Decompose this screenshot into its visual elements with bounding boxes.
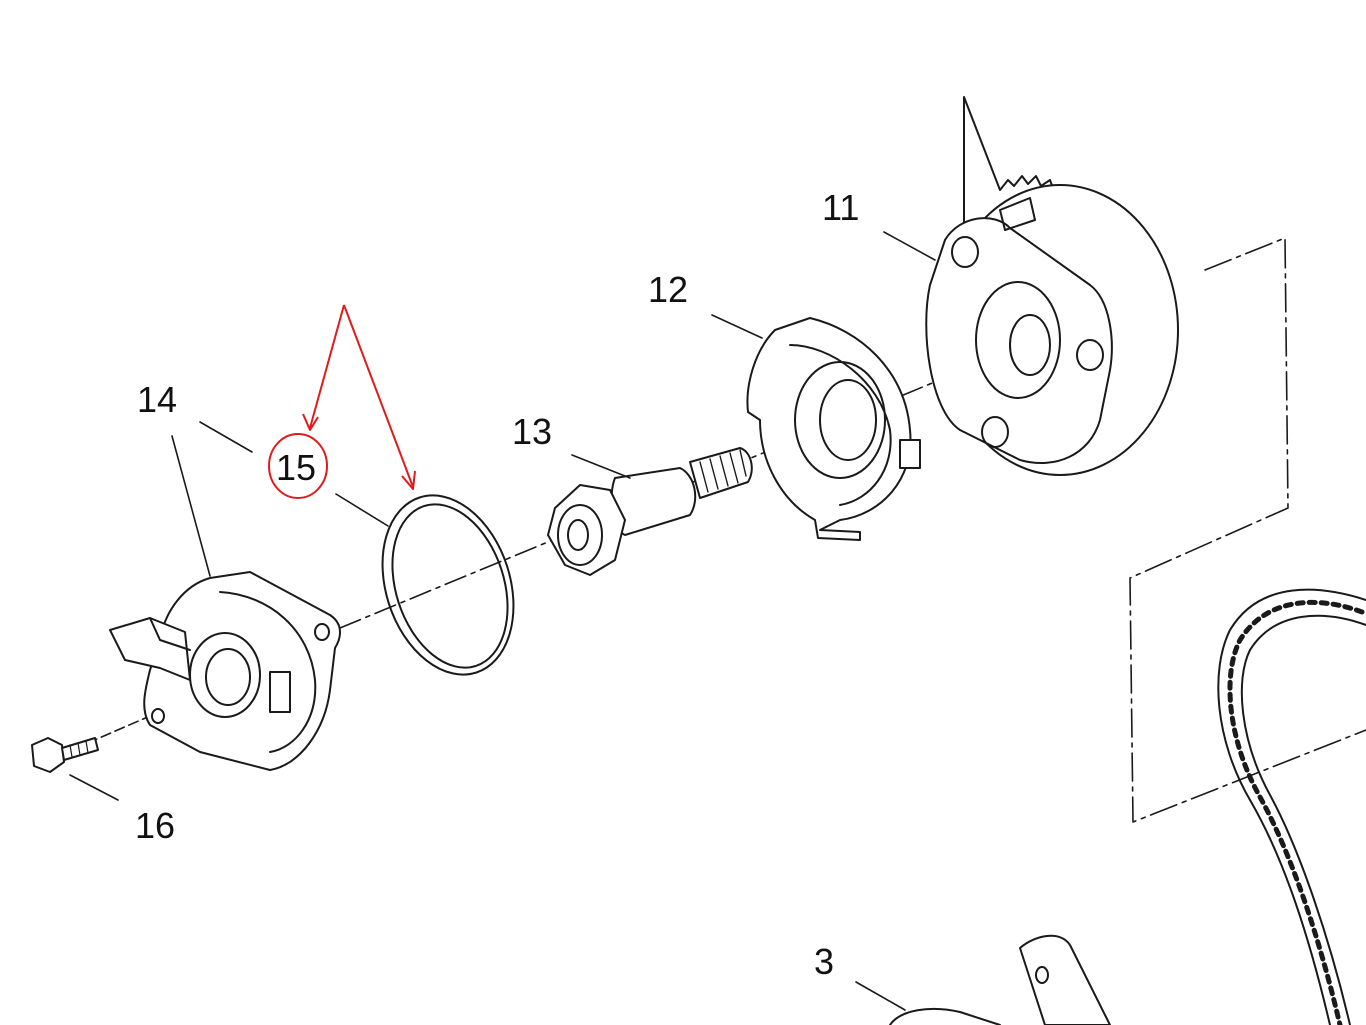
valve-thread-lines — [699, 449, 747, 493]
leader-14b — [171, 435, 211, 577]
label-part-15: 15 — [276, 447, 317, 488]
chain-links — [1227, 599, 1365, 1025]
highlight-arrowhead-left — [302, 413, 319, 431]
cover-connector-detail — [149, 617, 191, 651]
valve-thread — [689, 447, 753, 499]
camshaft-sprocket-part-11 — [925, 96, 1179, 476]
chain-inner — [1240, 614, 1366, 1025]
thrust-plate-part-12 — [746, 317, 921, 541]
highlight-annotation — [268, 304, 416, 499]
assembly-frame — [1129, 237, 1366, 823]
tensioner-top — [889, 1007, 1001, 1025]
leader-11 — [883, 231, 936, 261]
label-part-11: 11 — [822, 187, 860, 228]
guide-hole — [1035, 966, 1049, 984]
label-part-3: 3 — [814, 941, 835, 982]
cover-outline — [143, 571, 341, 771]
leader-13 — [571, 454, 631, 479]
phaser-inner-bore — [1009, 314, 1051, 376]
plate-tab — [899, 439, 921, 469]
plate-hub-inner — [819, 379, 877, 461]
highlight-arrowhead-right — [401, 470, 416, 490]
highlight-arrow-left — [309, 304, 345, 429]
cover-hole-bottom — [151, 708, 165, 724]
cover-clip — [269, 671, 291, 713]
cover-bore-inner — [205, 648, 251, 706]
phaser-center-bore — [975, 281, 1061, 399]
leader-14a — [199, 421, 253, 453]
chain-outer — [1217, 588, 1366, 1025]
guide-rail — [1019, 934, 1111, 1025]
o-ring-inner — [391, 503, 509, 669]
highlight-arrow-right — [343, 304, 414, 488]
label-part-14: 14 — [137, 379, 178, 420]
phaser-bolt-top — [951, 236, 979, 268]
bolt-part-16 — [31, 737, 99, 773]
valve-end-face — [557, 504, 603, 566]
plate-outline — [746, 317, 912, 541]
plate-hub-outer — [794, 361, 886, 479]
leader-16 — [69, 774, 119, 801]
bolt-head — [31, 737, 65, 773]
cover-housing-part-14 — [109, 571, 341, 771]
phaser-bolt-bottom — [981, 416, 1009, 448]
chain-guide — [889, 934, 1111, 1025]
leader-3 — [855, 981, 906, 1011]
phaser-tab — [999, 197, 1036, 231]
label-part-16: 16 — [135, 805, 176, 846]
phaser-bolt-right — [1076, 339, 1104, 371]
o-ring-part-15 — [381, 494, 515, 676]
label-part-12: 12 — [648, 269, 689, 310]
plate-inner-arc — [789, 344, 892, 506]
highlight-circle — [268, 433, 328, 499]
cover-rim — [219, 591, 317, 753]
valve-end-core — [567, 519, 589, 551]
solenoid-valve-part-13 — [547, 447, 753, 576]
timing-chain — [1217, 588, 1366, 1025]
phaser-front-plate — [925, 217, 1113, 465]
cover-hole-top — [314, 623, 330, 641]
leader-12 — [711, 314, 763, 339]
o-ring-outer — [381, 494, 515, 676]
bolt-thread — [69, 740, 89, 758]
bolt-shank — [61, 737, 99, 761]
label-part-13: 13 — [512, 411, 553, 452]
leader-15 — [335, 493, 389, 527]
